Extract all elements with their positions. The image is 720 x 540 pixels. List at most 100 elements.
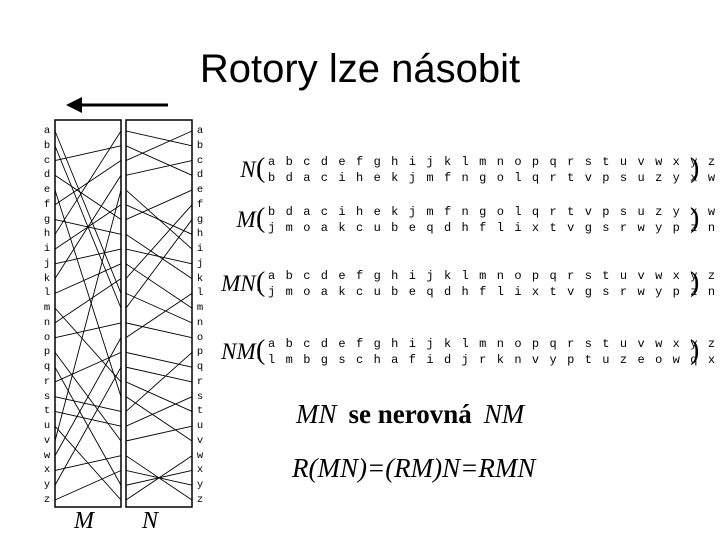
- permutation-cell: c: [303, 337, 311, 351]
- rotor-m-wire-y: [54, 366, 122, 486]
- permutation-cell: b: [285, 337, 293, 351]
- permutation-cell: h: [355, 171, 364, 185]
- paren-right: ): [690, 203, 700, 234]
- rotor-n-wire-v: [125, 425, 193, 442]
- permutation-cell: k: [496, 353, 504, 367]
- permutation-cell: c: [355, 221, 364, 235]
- permutation-cell: q: [549, 337, 557, 351]
- permutation-cell: v: [531, 353, 540, 367]
- permutation-cell: y: [690, 155, 698, 169]
- permutation-cell: z: [619, 353, 628, 367]
- rotor-m-wire-v: [54, 189, 122, 442]
- paren-left: (: [256, 335, 266, 366]
- permutation-cell: p: [672, 221, 680, 235]
- permutation-cell: i: [514, 221, 522, 235]
- right-column-letter-m: m: [196, 302, 204, 315]
- permutation-cell: x: [672, 155, 680, 169]
- permutation-cell: q: [531, 171, 540, 185]
- permutation-cell: k: [443, 269, 452, 283]
- permutation-cell: w: [655, 155, 663, 169]
- permutation-cell: n: [461, 171, 469, 185]
- permutation-cell: n: [496, 337, 504, 351]
- paren-right: ): [690, 335, 700, 366]
- permutation-cell: v: [637, 269, 645, 283]
- permutation-cell: r: [567, 155, 575, 169]
- permutation-cell: l: [496, 221, 504, 235]
- left-column-letter-q: q: [43, 361, 51, 374]
- rotor-m-wire-z: [54, 470, 122, 501]
- paren-right: ): [690, 153, 700, 184]
- permutation-cell: t: [602, 269, 610, 283]
- permutation-cell: j: [268, 285, 276, 299]
- permutation-cell: x: [707, 353, 716, 367]
- permutation-cell: a: [268, 155, 276, 169]
- permutation-cell: m: [479, 269, 487, 283]
- permutation-cell: l: [514, 205, 522, 219]
- permutation-cell: b: [303, 353, 311, 367]
- statement-right: NM: [483, 399, 525, 429]
- permutation-cell: t: [602, 337, 610, 351]
- right-column-letter-t: t: [196, 405, 204, 418]
- permutation-cell: p: [672, 285, 680, 299]
- permutation-cell: h: [461, 285, 469, 299]
- right-column-letter-o: o: [196, 331, 204, 344]
- permutation-cell: g: [479, 205, 487, 219]
- permutation-cell: m: [479, 337, 487, 351]
- permutation-cell: j: [426, 269, 434, 283]
- permutation-cell: f: [443, 171, 452, 185]
- permutation-cell: r: [479, 353, 487, 367]
- permutation-cell: r: [567, 337, 575, 351]
- rotor-m-wire-t: [54, 411, 122, 427]
- permutation-cell: p: [602, 171, 610, 185]
- left-column-letter-o: o: [43, 331, 51, 344]
- permutation-cell: z: [690, 221, 698, 235]
- permutation-cell: s: [338, 353, 346, 367]
- permutation-cell: l: [461, 155, 469, 169]
- permutation-cell: s: [602, 285, 610, 299]
- left-column-letter-f: f: [43, 198, 51, 211]
- permutation-cell: b: [285, 269, 293, 283]
- rotor-m-wire-k: [54, 175, 122, 279]
- permutation-cell: k: [338, 221, 346, 235]
- rotor-n-wire-p: [125, 351, 193, 368]
- permutation-cell: t: [584, 353, 592, 367]
- permutation-cell: h: [391, 155, 399, 169]
- permutation-colon: :: [255, 271, 262, 296]
- permutation-cell: z: [707, 269, 716, 283]
- right-column-letter-n: n: [196, 316, 204, 329]
- permutation-cell: z: [707, 155, 716, 169]
- permutation-cell: r: [549, 205, 557, 219]
- rotor-n-wire-l: [125, 292, 193, 324]
- left-column-letter-d: d: [43, 169, 51, 182]
- permutation-cell: o: [303, 285, 311, 299]
- rotor-n-wire-n: [125, 322, 193, 339]
- permutation-cell: j: [268, 221, 276, 235]
- left-column-letter-r: r: [43, 375, 51, 388]
- permutation-cell: l: [461, 337, 469, 351]
- permutation-cell: v: [584, 171, 592, 185]
- permutation-cell: s: [619, 205, 628, 219]
- permutation-cell: c: [320, 171, 328, 185]
- permutation-cell: f: [355, 269, 364, 283]
- left-column-letter-x: x: [43, 464, 51, 477]
- permutation-cell: g: [373, 337, 381, 351]
- rotor-n-wire-u: [125, 396, 193, 427]
- permutation-cell: d: [443, 221, 452, 235]
- permutation-cell: b: [285, 155, 293, 169]
- permutation-cell: f: [355, 337, 364, 351]
- permutation-cell: v: [637, 155, 645, 169]
- permutation-cell: a: [391, 353, 399, 367]
- permutation-colon: :: [255, 207, 262, 232]
- permutation-cell: h: [391, 337, 399, 351]
- permutation-cell: n: [707, 221, 716, 235]
- permutation-cell: g: [584, 285, 592, 299]
- left-column-letter-n: n: [43, 316, 51, 329]
- rotor-n-wire-t: [125, 352, 193, 412]
